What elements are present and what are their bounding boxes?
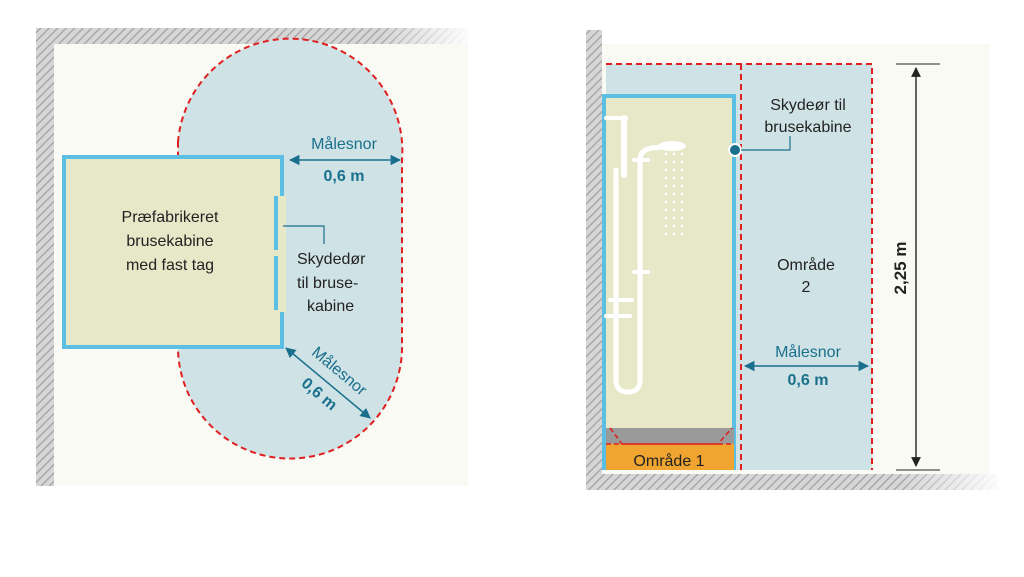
right-measure-value: 0,6 m	[788, 372, 829, 389]
left-side-wall	[36, 28, 54, 486]
left-door-label-line-1: Skydedør	[297, 251, 366, 268]
left-measure-top-value: 0,6 m	[324, 168, 365, 185]
left-door-label-line-3: kabine	[307, 298, 354, 315]
left-diagram: Præfabrikeret brusekabine med fast tag S…	[36, 28, 468, 486]
left-cabin-label-line-1: Præfabrikeret	[122, 209, 219, 226]
left-door-label-line-2: til bruse-	[297, 275, 358, 292]
right-measure-label: Målesnor	[775, 343, 841, 361]
shower-tray	[606, 428, 734, 444]
shower-fixture	[604, 115, 686, 395]
left-measure-diag-arrow	[285, 347, 371, 419]
area-1-fill	[606, 444, 734, 470]
right-zone-outline	[606, 63, 873, 470]
left-cabin-label-line-3: med fast tag	[126, 257, 214, 274]
right-door-leader	[741, 136, 791, 151]
height-label: 2,25 m	[891, 242, 910, 295]
right-door-label-line-2: brusekabine	[764, 119, 851, 136]
right-door-label-line-1: Skydeør til	[770, 97, 846, 114]
right-door-marker	[728, 143, 742, 157]
area-2-label-line-2: 2	[802, 279, 811, 296]
left-measure-top-label: Målesnor	[311, 135, 377, 153]
left-shower-cabin	[62, 155, 284, 349]
left-cabin-label-line-2: brusekabine	[126, 233, 213, 250]
right-side-wall	[586, 30, 602, 490]
right-diagram: Område 1 Skydeør til brusekabine Område …	[586, 30, 1000, 490]
shower-water-spray	[664, 152, 688, 236]
area-2-label-line-1: Område	[777, 256, 835, 274]
right-floor	[586, 474, 998, 490]
left-door-leader	[283, 225, 325, 244]
left-top-wall	[36, 28, 468, 44]
area-1-label: Område 1	[633, 452, 704, 470]
